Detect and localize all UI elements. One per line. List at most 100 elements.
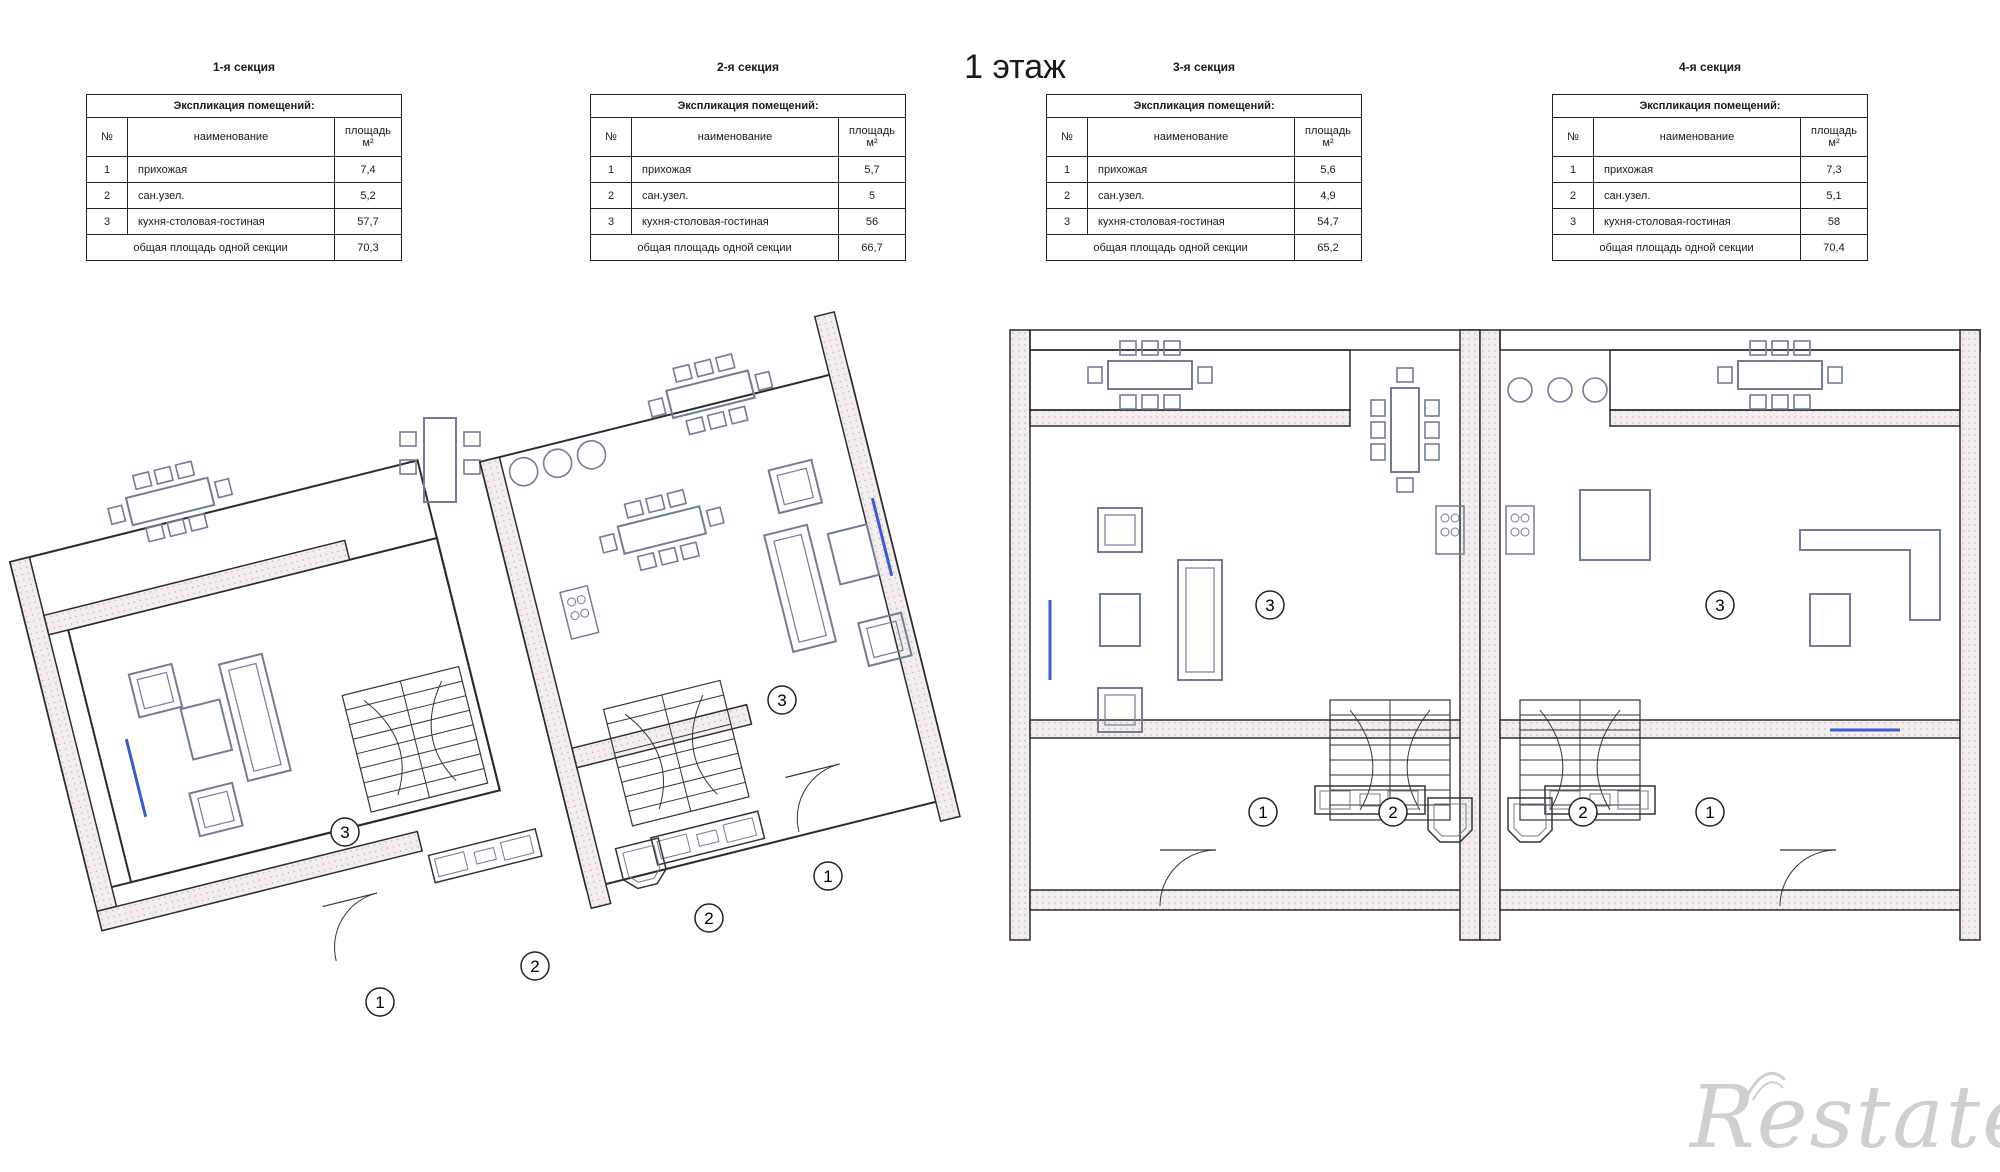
cell-num: 3	[590, 208, 632, 235]
total-value: 65,2	[1294, 234, 1362, 261]
plan-section-2	[478, 310, 961, 910]
col-header-area: площадь м²	[334, 117, 402, 157]
table-row: 1 прихожая 5,7	[590, 156, 906, 183]
col-header-name: наименование	[631, 117, 839, 157]
room-marker-label: 3	[777, 691, 786, 710]
cell-area: 5,6	[1294, 156, 1362, 183]
room-marker-2-s4: 2	[1568, 797, 1598, 827]
cell-area: 5,2	[334, 182, 402, 209]
room-marker-label: 1	[375, 993, 384, 1012]
col-header-num: №	[590, 117, 632, 157]
total-label: общая площадь одной секции	[86, 234, 335, 261]
table-row: 3 кухня-столовая-гостиная 54,7	[1046, 208, 1362, 235]
cell-num: 3	[1046, 208, 1088, 235]
total-row: общая площадь одной секции 65,2	[1046, 234, 1362, 261]
cell-num: 1	[86, 156, 128, 183]
total-label: общая площадь одной секции	[1552, 234, 1801, 261]
room-marker-label: 1	[1258, 803, 1267, 822]
room-marker-2-s3: 2	[1378, 797, 1408, 827]
section-title: 1-я секция	[212, 60, 276, 74]
room-marker-3-s3: 3	[1255, 590, 1285, 620]
room-marker-1-s3: 1	[1248, 797, 1278, 827]
plan-section-1-dining	[399, 417, 481, 503]
col-header-area: площадь м²	[1294, 117, 1362, 157]
plan-section-3	[1009, 329, 1481, 941]
total-label: общая площадь одной секции	[590, 234, 839, 261]
cell-name: сан.узел.	[631, 182, 839, 209]
cell-name: кухня-столовая-гостиная	[1593, 208, 1801, 235]
room-marker-1-s4: 1	[1695, 797, 1725, 827]
table-row: 2 сан.узел. 5,2	[86, 182, 402, 209]
cell-name: кухня-столовая-гостиная	[1087, 208, 1295, 235]
room-marker-label: 3	[1265, 596, 1274, 615]
table-row: 1 прихожая 7,3	[1552, 156, 1868, 183]
total-value: 70,4	[1800, 234, 1868, 261]
room-marker-3-s1: 3	[330, 817, 360, 847]
room-marker-label: 2	[1578, 803, 1587, 822]
room-marker-label: 2	[1388, 803, 1397, 822]
cell-area: 5,1	[1800, 182, 1868, 209]
table-row: 2 сан.узел. 5	[590, 182, 906, 209]
cell-area: 5	[838, 182, 906, 209]
col-header-area: площадь м²	[1800, 117, 1868, 157]
room-marker-label: 3	[340, 823, 349, 842]
cell-name: кухня-столовая-гостиная	[631, 208, 839, 235]
section-2-block: 2-я секция Экспликация помещений: № наим…	[590, 60, 906, 261]
cell-area: 57,7	[334, 208, 402, 235]
cell-num: 2	[86, 182, 128, 209]
explication-table: Экспликация помещений: № наименование пл…	[590, 94, 906, 261]
cell-area: 7,4	[334, 156, 402, 183]
col-header-num: №	[1552, 117, 1594, 157]
cell-area: 58	[1800, 208, 1868, 235]
cell-area: 5,7	[838, 156, 906, 183]
col-header-area: площадь м²	[838, 117, 906, 157]
total-row: общая площадь одной секции 70,4	[1552, 234, 1868, 261]
col-header-name: наименование	[1087, 117, 1295, 157]
cell-num: 2	[1046, 182, 1088, 209]
cell-name: прихожая	[631, 156, 839, 183]
explication-table: Экспликация помещений: № наименование пл…	[86, 94, 402, 261]
cell-name: кухня-столовая-гостиная	[127, 208, 335, 235]
cell-num: 3	[86, 208, 128, 235]
section-title: 3-я секция	[1172, 60, 1236, 74]
cell-name: сан.узел.	[1087, 182, 1295, 209]
room-marker-label: 2	[530, 957, 539, 976]
col-header-name: наименование	[127, 117, 335, 157]
plan-section-4	[1479, 329, 1981, 941]
cell-num: 2	[1552, 182, 1594, 209]
room-marker-label: 1	[1705, 803, 1714, 822]
cell-name: сан.узел.	[127, 182, 335, 209]
cell-area: 54,7	[1294, 208, 1362, 235]
cell-num: 1	[1046, 156, 1088, 183]
cell-name: сан.узел.	[1593, 182, 1801, 209]
table-row: 2 сан.узел. 5,1	[1552, 182, 1868, 209]
col-header-num: №	[86, 117, 128, 157]
section-title: 4-я секция	[1678, 60, 1742, 74]
col-header-num: №	[1046, 117, 1088, 157]
room-marker-3-s2: 3	[767, 685, 797, 715]
floor-plan: 3 1 2 3 2 1 3 1 2 2 1 3	[8, 310, 1981, 1017]
table-row: 3 кухня-столовая-гостиная 56	[590, 208, 906, 235]
explication-table: Экспликация помещений: № наименование пл…	[1552, 94, 1868, 261]
total-row: общая площадь одной секции 70,3	[86, 234, 402, 261]
room-marker-2-s2: 2	[694, 903, 724, 933]
table-row: 3 кухня-столовая-гостиная 58	[1552, 208, 1868, 235]
plan-section-1	[8, 452, 543, 962]
table-caption: Экспликация помещений:	[1552, 94, 1868, 118]
room-marker-label: 3	[1715, 596, 1724, 615]
room-marker-label: 2	[704, 909, 713, 928]
floor-title: 1 этаж	[964, 48, 1066, 86]
table-row: 1 прихожая 7,4	[86, 156, 402, 183]
cell-num: 1	[1552, 156, 1594, 183]
table-caption: Экспликация помещений:	[1046, 94, 1362, 118]
total-row: общая площадь одной секции 66,7	[590, 234, 906, 261]
section-4-block: 4-я секция Экспликация помещений: № наим…	[1552, 60, 1868, 261]
cell-name: прихожая	[1087, 156, 1295, 183]
cell-area: 4,9	[1294, 182, 1362, 209]
cell-name: прихожая	[1593, 156, 1801, 183]
room-marker-1-s2: 1	[813, 861, 843, 891]
restate-logo: Restate	[1690, 1068, 2000, 1168]
cell-name: прихожая	[127, 156, 335, 183]
cell-num: 3	[1552, 208, 1594, 235]
col-header-name: наименование	[1593, 117, 1801, 157]
